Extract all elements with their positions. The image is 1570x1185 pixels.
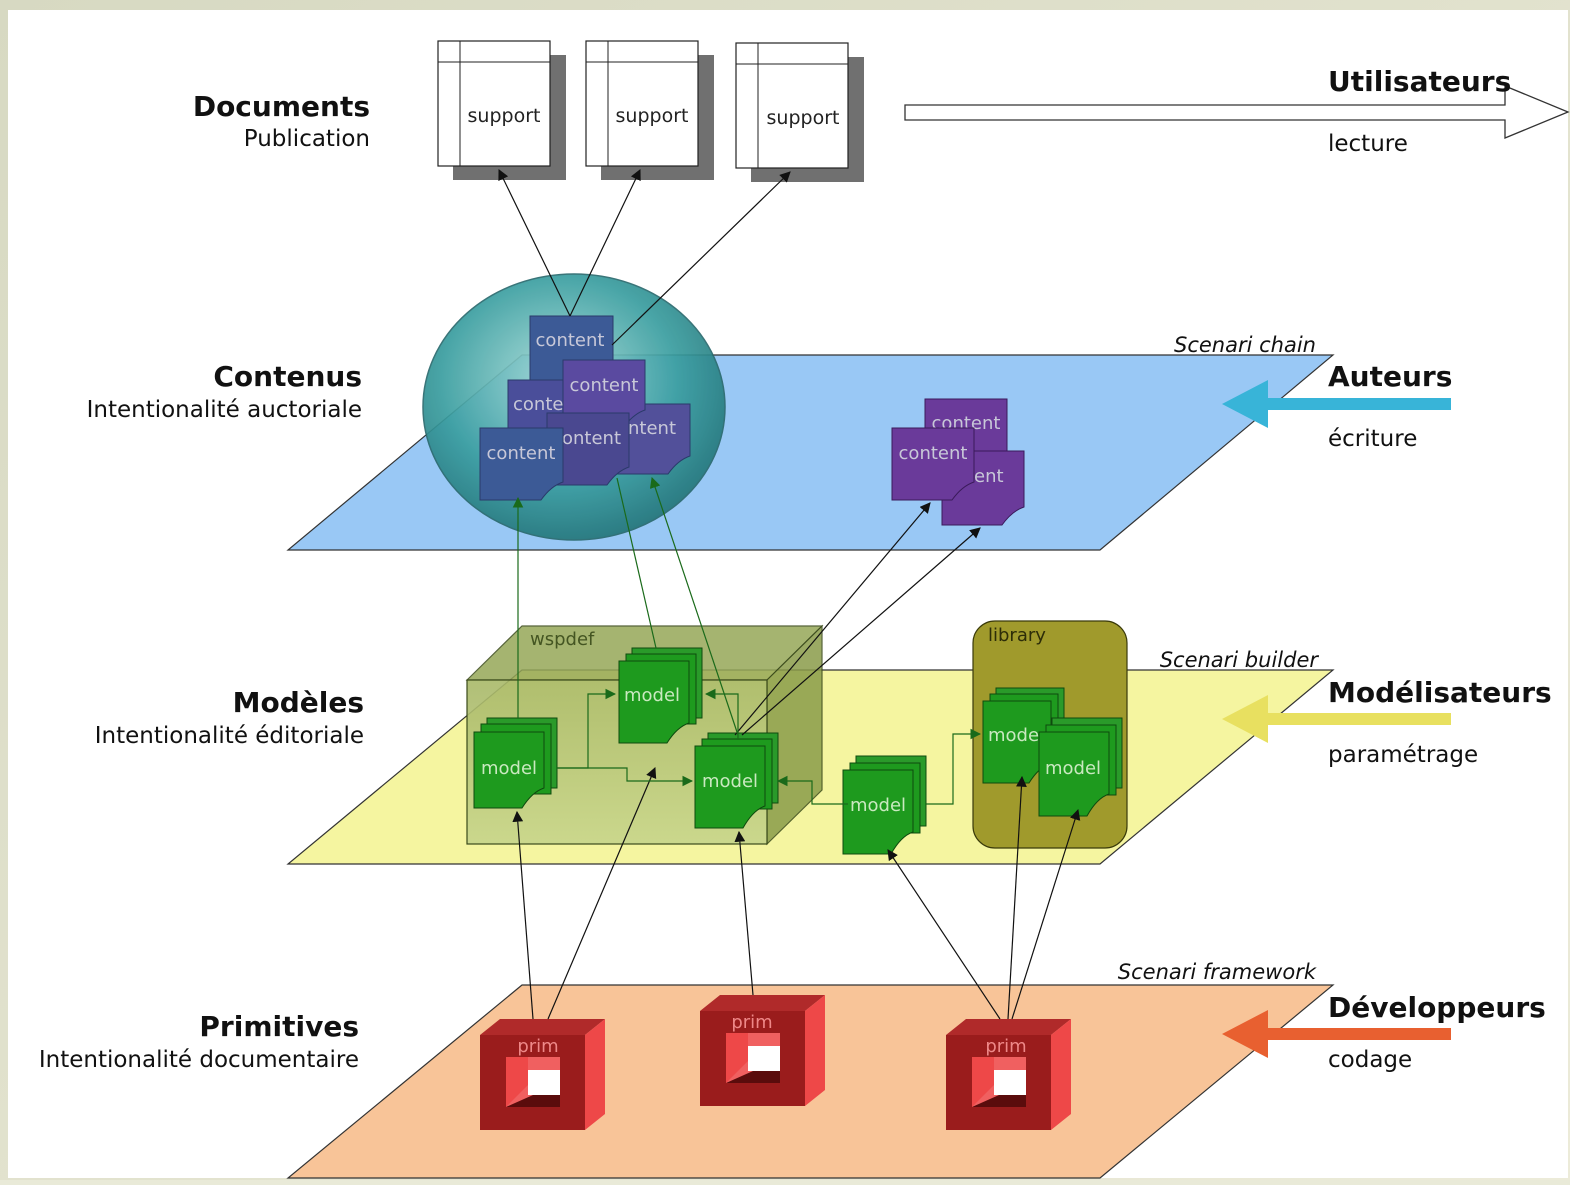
support-document-2: support: [585, 40, 714, 180]
layer-title-modeles: Modèles: [233, 686, 364, 719]
support-document-3: support: [735, 42, 864, 182]
layer-subtitle-primitives: Intentionalité documentaire: [39, 1047, 359, 1073]
model-item-6: model: [1038, 717, 1123, 817]
actor-name-modelisateurs: Modélisateurs: [1328, 676, 1552, 709]
actor-action-developpeurs: codage: [1328, 1047, 1412, 1073]
model-label: mode: [988, 725, 1039, 746]
model-item-5: mode: [982, 687, 1065, 784]
model-label: model: [850, 795, 906, 816]
content-item-5: ontent: [546, 412, 630, 486]
auteurs-arrow: [1222, 380, 1451, 428]
canvas-area: [8, 10, 1568, 1178]
model-item-3: model: [694, 732, 779, 829]
wspdef-label: wspdef: [530, 629, 595, 650]
support-document-1: support: [437, 40, 566, 180]
modelisateurs-arrow: [1222, 695, 1451, 743]
support-label: support: [468, 105, 541, 127]
actor-action-auteurs: écriture: [1328, 426, 1417, 452]
model-item-4: model: [842, 755, 927, 855]
content-label: ntent: [628, 418, 676, 439]
layer-subtitle-documents: Publication: [244, 126, 370, 152]
prim-label: prim: [985, 1036, 1026, 1057]
prim-item-1: prim: [480, 1019, 605, 1130]
content-label: conte: [513, 394, 563, 415]
actor-name-developpeurs: Développeurs: [1328, 991, 1546, 1024]
support-label: support: [616, 105, 689, 127]
connector-arrows-black: [498, 169, 1081, 1020]
prim-label: prim: [731, 1012, 772, 1033]
model-label: model: [702, 771, 758, 792]
connector-arrows-green: [512, 476, 982, 805]
layer-title-contenus: Contenus: [213, 360, 362, 393]
prim-item-3: prim: [946, 1019, 1071, 1130]
content-label: ontent: [562, 428, 621, 449]
actor-name-utilisateurs: Utilisateurs: [1328, 65, 1511, 98]
model-item-1: model: [473, 717, 558, 809]
content-label: content: [570, 375, 639, 396]
layer-title-primitives: Primitives: [199, 1010, 359, 1043]
model-label: model: [481, 758, 537, 779]
actor-action-utilisateurs: lecture: [1328, 131, 1408, 157]
model-label: model: [1045, 758, 1101, 779]
actor-action-modelisateurs: paramétrage: [1328, 742, 1478, 768]
library-label: library: [988, 625, 1046, 646]
content-label: content: [487, 443, 556, 464]
actor-name-auteurs: Auteurs: [1328, 360, 1452, 393]
plane-label-framework: Scenari framework: [1118, 960, 1317, 984]
model-item-2: model: [618, 647, 703, 744]
layer-title-documents: Documents: [193, 90, 370, 123]
layer-subtitle-modeles: Intentionalité éditoriale: [95, 723, 364, 749]
prim-item-2: prim: [700, 995, 825, 1106]
content-item-4: content: [562, 359, 646, 429]
content-item-6: content: [479, 427, 564, 501]
support-label: support: [767, 107, 840, 129]
plane-label-builder: Scenari builder: [1160, 648, 1320, 672]
model-label: model: [624, 685, 680, 706]
content-item-purple-3: content: [891, 427, 975, 501]
prim-label: prim: [517, 1036, 558, 1057]
plane-label-chain: Scenari chain: [1174, 333, 1316, 357]
developpeurs-arrow: [1222, 1010, 1451, 1058]
utilisateurs-arrow: [904, 85, 1570, 139]
content-label: content: [536, 330, 605, 351]
content-label: content: [899, 443, 968, 464]
layer-subtitle-contenus: Intentionalité auctoriale: [87, 397, 362, 423]
